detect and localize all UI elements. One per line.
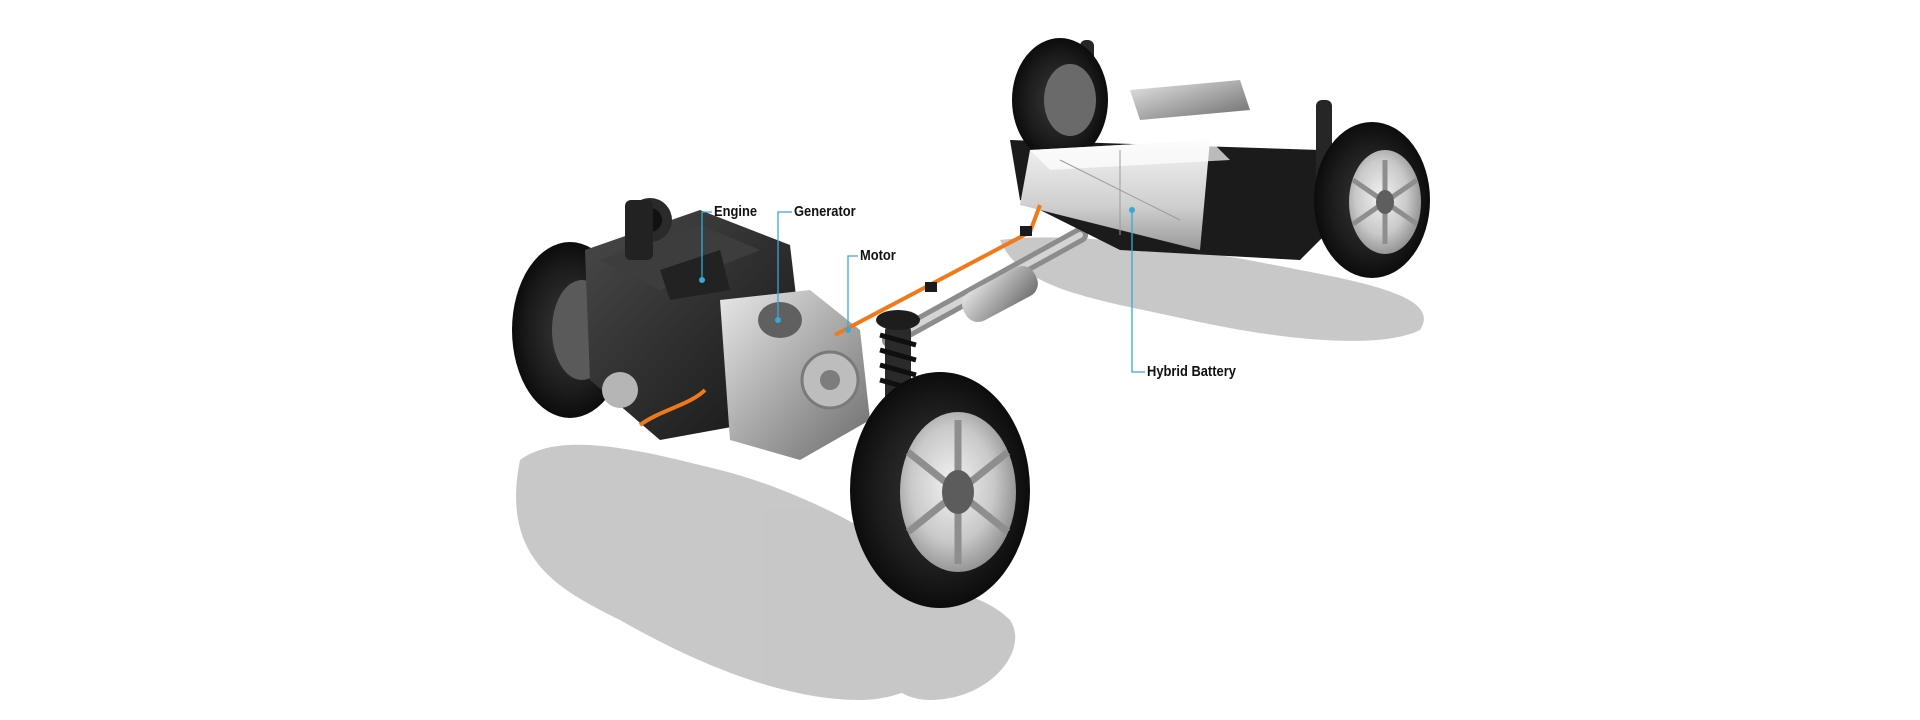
generator-leader	[777, 211, 792, 320]
motor-label: Motor	[860, 247, 896, 264]
engine-leader	[701, 211, 712, 280]
front-strut	[625, 200, 920, 405]
rear-left-wheel	[1012, 38, 1108, 162]
transaxle-unit	[720, 290, 870, 460]
rear-right-wheel	[1314, 122, 1430, 278]
ground-shadow	[516, 237, 1424, 700]
engine-label: Engine	[714, 203, 758, 220]
generator-label: Generator	[794, 203, 856, 220]
hybrid-battery-label: Hybrid Battery	[1147, 363, 1236, 380]
motor-leader	[847, 255, 858, 330]
leader-lines	[701, 210, 1145, 373]
battery-leader	[1131, 210, 1145, 373]
leader-dots	[699, 207, 1135, 333]
front-right-wheel	[850, 372, 1030, 608]
high-voltage-cable	[638, 204, 1042, 427]
exhaust-pipe	[882, 227, 1088, 348]
hybrid-battery-pack	[1020, 140, 1230, 250]
